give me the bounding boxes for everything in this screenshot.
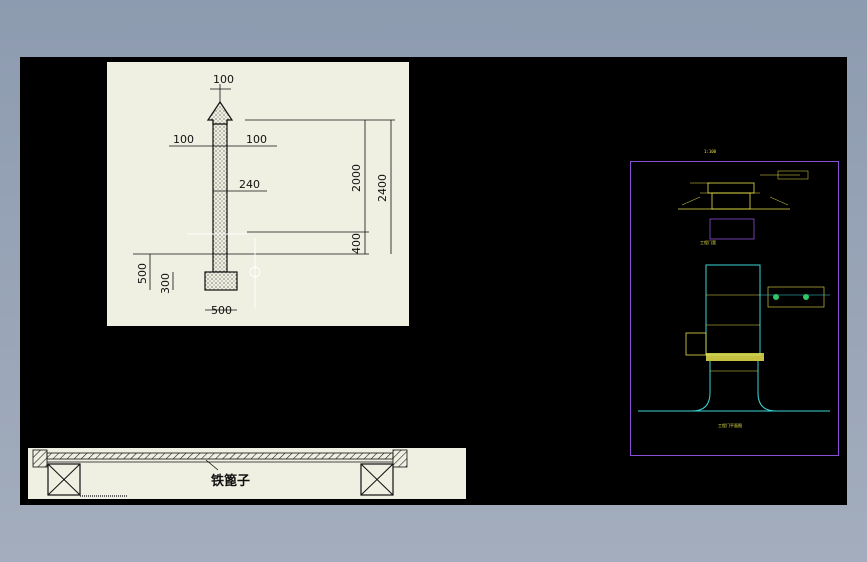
dim-top-width: 100 — [213, 73, 234, 86]
dim-height-upper: 2000 — [350, 164, 363, 192]
svg-text:1:100: 1:100 — [704, 149, 717, 154]
dim-footing-width: 500 — [211, 304, 232, 317]
left-post — [47, 463, 81, 496]
gate-section-detail: 工程门宽 — [678, 170, 809, 245]
section-title: 工程门宽 — [700, 239, 716, 245]
wall-body — [212, 118, 228, 273]
dim-footing-height: 300 — [159, 273, 172, 294]
right-post — [360, 463, 394, 496]
scale-note: 1:100 — [702, 141, 762, 154]
site-plan-svg: 工程门宽 工程门平面图 — [630, 161, 839, 456]
sheet-frame — [630, 161, 839, 456]
railing-drawing: 铁篦子 — [28, 448, 466, 499]
dim-right-offset: 100 — [246, 133, 267, 146]
railing-label: 铁篦子 — [210, 473, 250, 489]
plan-title: 工程门平面图 — [718, 422, 742, 428]
grate-bar — [46, 452, 394, 460]
wall-section-svg: 100 100 100 240 2000 400 2400 500 300 — [133, 73, 395, 317]
wall-section-drawing: 100 100 100 240 2000 400 2400 500 300 — [107, 62, 409, 326]
wall-coping — [206, 100, 234, 125]
cad-model-space[interactable]: 100 100 100 240 2000 400 2400 500 300 — [20, 57, 847, 505]
site-plan-sheet: 工程门宽 工程门平面图 — [630, 161, 839, 456]
dim-wall-thickness: 240 — [239, 178, 260, 191]
dim-footing-depth: 500 — [136, 263, 149, 284]
left-pier-hatch — [32, 449, 48, 468]
dim-left-offset: 100 — [173, 133, 194, 146]
railing-svg: 铁篦子 — [32, 449, 408, 497]
wall-footing — [204, 271, 238, 291]
dim-height-total: 2400 — [376, 174, 389, 202]
right-pier-hatch — [392, 449, 408, 468]
dim-height-lower: 400 — [350, 233, 363, 254]
gate-plan: 工程门平面图 — [638, 264, 830, 428]
